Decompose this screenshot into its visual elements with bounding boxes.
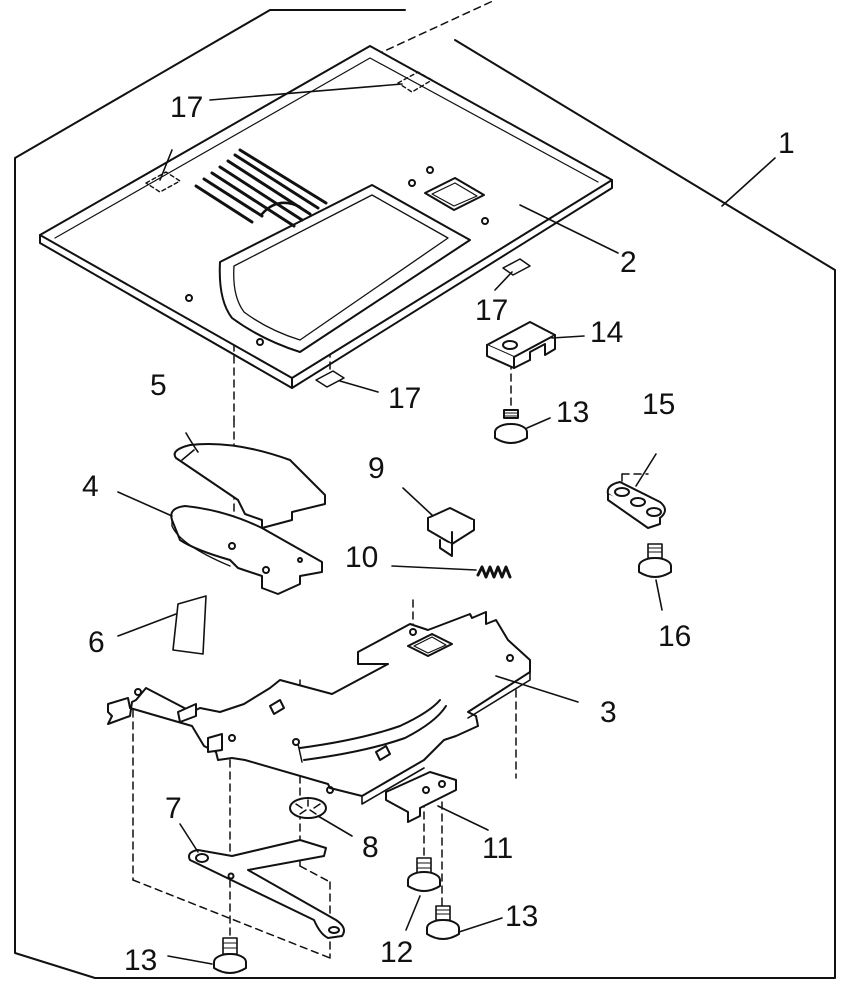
leader-2 bbox=[519, 204, 619, 254]
part-11-lever bbox=[385, 771, 489, 831]
part-13-screw-bottom-right bbox=[426, 905, 503, 940]
callout-6: 6 bbox=[88, 626, 105, 659]
part-3-base-plate bbox=[107, 611, 579, 805]
part-2-cover-plate bbox=[39, 45, 613, 389]
part-9-slider bbox=[402, 487, 475, 557]
callout-13-bottom-right: 13 bbox=[505, 900, 538, 933]
leaders-17 bbox=[159, 83, 513, 393]
callout-16: 16 bbox=[658, 620, 691, 653]
leader-1 bbox=[721, 157, 776, 207]
callout-13-bottom-left: 13 bbox=[124, 944, 157, 977]
assembly-frame bbox=[14, 9, 836, 979]
callout-7: 7 bbox=[165, 792, 182, 825]
part-17-pad-right bbox=[502, 258, 531, 276]
callout-2: 2 bbox=[620, 246, 637, 279]
callout-17-top: 17 bbox=[170, 91, 203, 124]
part-8-circlip bbox=[289, 797, 353, 837]
callout-15: 15 bbox=[642, 388, 675, 421]
callout-17-bottom: 17 bbox=[388, 382, 421, 415]
part-17-pad-bottom bbox=[315, 370, 345, 388]
part-5-plate bbox=[173, 432, 326, 529]
part-10-spring bbox=[391, 565, 512, 579]
callout-3: 3 bbox=[600, 696, 617, 729]
part-13-screw-bottom-left bbox=[167, 937, 247, 974]
callout-14: 14 bbox=[590, 316, 623, 349]
callout-9: 9 bbox=[368, 452, 385, 485]
part-14-bracket bbox=[486, 321, 585, 369]
part-6-strip bbox=[117, 595, 207, 655]
part-15-washer-bar bbox=[606, 453, 666, 529]
callout-labels: 1 2 3 4 5 6 7 8 9 10 11 12 13 13 13 14 1… bbox=[82, 91, 795, 977]
part-13-screw-top bbox=[494, 409, 551, 444]
callout-11: 11 bbox=[482, 832, 513, 865]
callout-10: 10 bbox=[345, 541, 378, 574]
callout-1: 1 bbox=[778, 127, 795, 160]
part-4-plate bbox=[117, 491, 323, 595]
part-16-screw bbox=[638, 543, 672, 611]
callout-4: 4 bbox=[82, 470, 99, 503]
callout-13-top: 13 bbox=[556, 396, 589, 429]
feed-dog-slots bbox=[194, 148, 328, 228]
part-7-lever bbox=[179, 823, 345, 939]
part-12-screw bbox=[405, 857, 441, 931]
callout-8: 8 bbox=[362, 831, 379, 864]
callout-17-right: 17 bbox=[475, 294, 508, 327]
callout-5: 5 bbox=[150, 369, 167, 402]
callout-12: 12 bbox=[380, 936, 413, 969]
